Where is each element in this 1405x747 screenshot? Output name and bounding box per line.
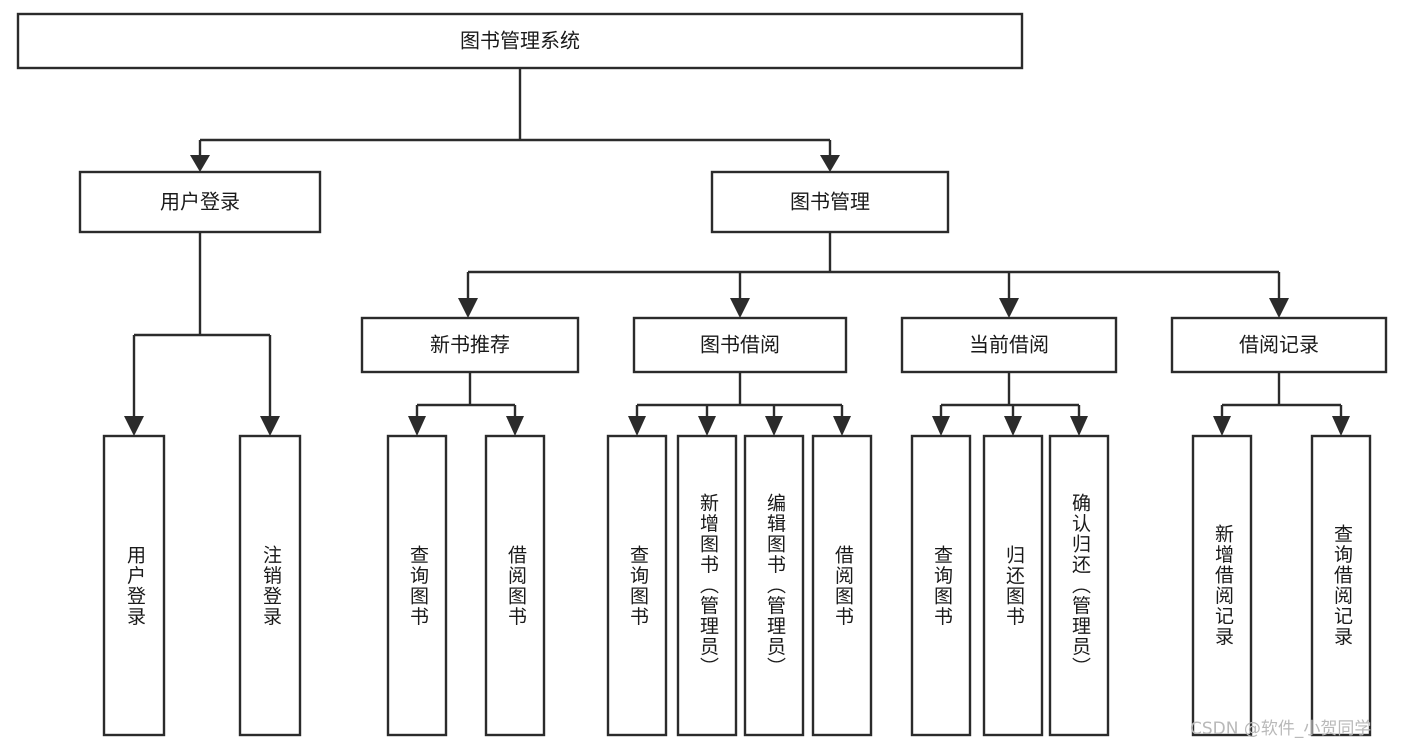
- leaf-node-box[interactable]: [910, 434, 972, 737]
- arrow-bookmgmt-c4: [1269, 298, 1289, 318]
- arrow-bookmgmt-c2: [730, 298, 750, 318]
- arrow-bookborrow-l1: [628, 416, 646, 436]
- leaf-node-box[interactable]: [676, 434, 738, 737]
- node-root-label: 图书管理系统: [460, 29, 580, 53]
- arrow-userlogin-l1: [124, 416, 144, 436]
- node-book-mgmt-label: 图书管理: [790, 190, 870, 214]
- arrow-borrowrecord-l2: [1332, 416, 1350, 436]
- connector-group-currentborrow: [932, 372, 1088, 436]
- node-new-book-rec-label: 新书推荐: [430, 333, 510, 357]
- leaf-node-box[interactable]: [386, 434, 448, 737]
- arrow-newbookrec-l2: [506, 416, 524, 436]
- connector-group-userlogin: [124, 232, 280, 436]
- arrow-borrowrecord-l1: [1213, 416, 1231, 436]
- node-current-borrow-label: 当前借阅: [969, 333, 1049, 357]
- node-book-mgmt-box[interactable]: [710, 170, 950, 234]
- leaf-node-box[interactable]: [743, 434, 805, 737]
- leaf-node-box[interactable]: [238, 434, 302, 737]
- leaf-node-box[interactable]: [102, 434, 166, 737]
- arrow-bookborrow-l2: [698, 416, 716, 436]
- node-current-borrow-box[interactable]: [900, 316, 1118, 374]
- watermark-text: CSDN @软件_小贺同学: [1190, 719, 1372, 739]
- arrow-bookborrow-l3: [765, 416, 783, 436]
- leaf-node-box[interactable]: [1048, 434, 1110, 737]
- connector-group-borrowrecord: [1213, 372, 1350, 436]
- arrow-bookmgmt-c3: [999, 298, 1019, 318]
- node-book-borrow-box[interactable]: [632, 316, 848, 374]
- arrow-bookmgmt-c1: [458, 298, 478, 318]
- arrow-root-to-bookmgmt: [820, 155, 840, 172]
- connector-group-bookmgmt: [458, 232, 1289, 318]
- arrow-userlogin-l2: [260, 416, 280, 436]
- connector-group-bookborrow: [628, 372, 851, 436]
- arrow-currentborrow-l2: [1004, 416, 1022, 436]
- leaf-box-layer: [102, 434, 1372, 737]
- node-root-box[interactable]: [16, 12, 1024, 70]
- arrow-currentborrow-l1: [932, 416, 950, 436]
- arrow-bookborrow-l4: [833, 416, 851, 436]
- leaf-node-box[interactable]: [1191, 434, 1253, 737]
- arrow-currentborrow-l3: [1070, 416, 1088, 436]
- leaf-node-box[interactable]: [484, 434, 546, 737]
- node-new-book-rec-box[interactable]: [360, 316, 580, 374]
- arrow-root-to-userlogin: [190, 155, 210, 172]
- connector-group-newbookrec: [408, 372, 524, 436]
- node-user-login-label: 用户登录: [160, 190, 240, 214]
- node-book-borrow-label: 图书借阅: [700, 333, 780, 357]
- leaf-node-box[interactable]: [982, 434, 1044, 737]
- leaf-node-box[interactable]: [1310, 434, 1372, 737]
- arrow-newbookrec-l1: [408, 416, 426, 436]
- node-borrow-record-box[interactable]: [1170, 316, 1388, 374]
- leaf-node-box[interactable]: [606, 434, 668, 737]
- node-user-login-box[interactable]: [78, 170, 322, 234]
- node-borrow-record-label: 借阅记录: [1239, 333, 1319, 357]
- leaf-node-box[interactable]: [811, 434, 873, 737]
- connector-group-root: [190, 68, 840, 172]
